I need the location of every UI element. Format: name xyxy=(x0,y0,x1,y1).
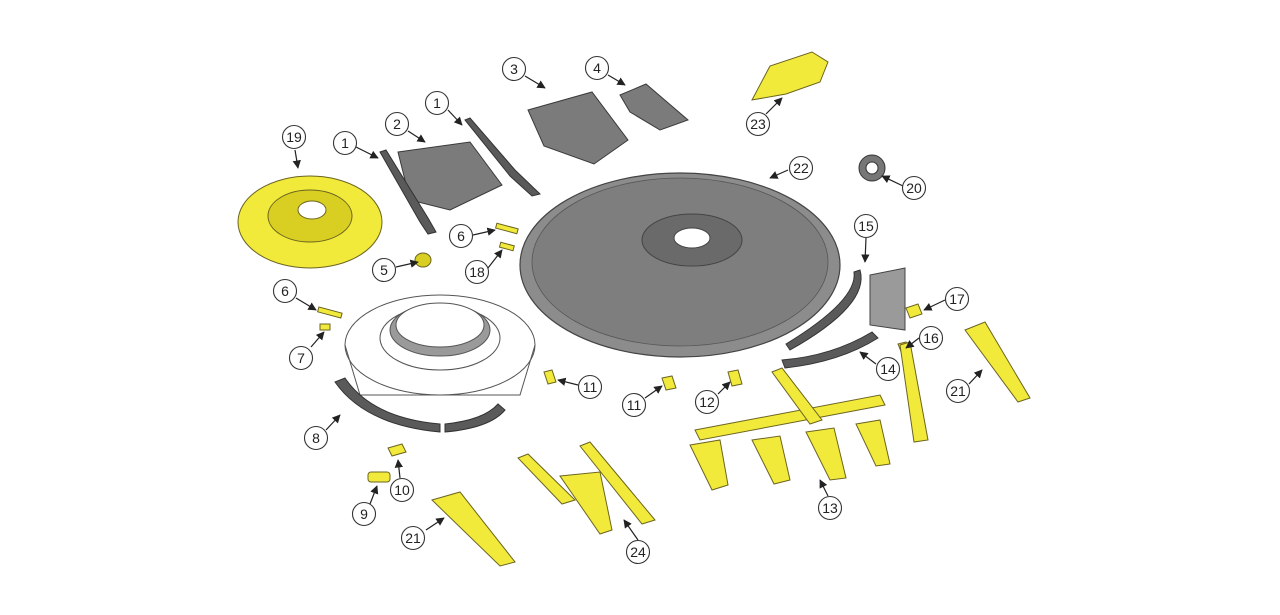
callout-5: 5 xyxy=(371,257,397,283)
svg-text:20: 20 xyxy=(906,180,922,196)
callout-13: 13 xyxy=(817,495,843,521)
callout-8: 8 xyxy=(303,425,329,451)
callout-2: 2 xyxy=(384,111,410,137)
svg-text:18: 18 xyxy=(469,264,485,280)
svg-text:8: 8 xyxy=(312,430,320,446)
leader-lines xyxy=(292,74,983,541)
svg-text:3: 3 xyxy=(510,61,518,77)
svg-text:12: 12 xyxy=(699,394,715,410)
callout-22: 22 xyxy=(788,155,814,181)
callout-11-mid: 11 xyxy=(621,392,647,418)
part-15-strip xyxy=(785,269,862,351)
part-6-pin-left xyxy=(317,306,343,319)
svg-text:5: 5 xyxy=(380,262,388,278)
svg-text:2: 2 xyxy=(393,116,401,132)
part-6-pin-upper xyxy=(494,222,519,235)
svg-text:22: 22 xyxy=(793,160,809,176)
part-10-clip xyxy=(387,443,407,457)
svg-text:11: 11 xyxy=(627,397,642,413)
part-1-bracket-right xyxy=(464,117,541,197)
svg-text:11: 11 xyxy=(583,379,598,395)
part-21-cone-left xyxy=(431,491,516,567)
part-11-clip-left xyxy=(543,369,557,385)
callout-19: 19 xyxy=(281,124,307,150)
callout-23: 23 xyxy=(745,111,771,137)
callout-14: 14 xyxy=(875,356,901,382)
callout-15: 15 xyxy=(853,213,879,239)
svg-text:21: 21 xyxy=(950,383,966,399)
callout-20: 20 xyxy=(901,175,927,201)
callout-6-upper: 6 xyxy=(448,223,474,249)
svg-text:6: 6 xyxy=(457,228,465,244)
part-9-washer xyxy=(367,471,391,483)
part-14-strip xyxy=(781,331,879,369)
callout-12: 12 xyxy=(694,389,720,415)
svg-text:6: 6 xyxy=(281,283,289,299)
part-23-yellow-wedge xyxy=(751,51,829,101)
svg-text:1: 1 xyxy=(341,135,349,151)
part-3-shield xyxy=(527,91,629,165)
callout-21-left: 21 xyxy=(400,525,426,551)
callout-21-right: 21 xyxy=(945,378,971,404)
part-20-seal-ring xyxy=(858,154,886,182)
callout-10: 10 xyxy=(389,477,415,503)
svg-text:14: 14 xyxy=(880,361,896,377)
svg-text:13: 13 xyxy=(822,500,838,516)
svg-text:23: 23 xyxy=(750,116,766,132)
callout-24: 24 xyxy=(625,539,651,565)
callout-17: 17 xyxy=(944,286,970,312)
part-24-finger-assembly xyxy=(517,441,656,535)
part-19-yellow-hub-disc xyxy=(237,175,383,269)
callout-7: 7 xyxy=(288,345,314,371)
callouts: 1 1 2 3 4 5 6 6 7 8 9 10 11 11 12 13 14 … xyxy=(272,55,971,565)
svg-text:9: 9 xyxy=(360,506,368,522)
part-7-clip xyxy=(319,323,331,331)
svg-text:19: 19 xyxy=(286,129,302,145)
part-1-bracket-left xyxy=(379,149,437,235)
svg-text:24: 24 xyxy=(630,544,646,560)
callout-1-left: 1 xyxy=(332,130,358,156)
callout-1-right: 1 xyxy=(424,90,450,116)
part-17-clip xyxy=(905,303,923,319)
svg-text:10: 10 xyxy=(394,482,410,498)
callout-9: 9 xyxy=(351,501,377,527)
svg-text:1: 1 xyxy=(433,95,441,111)
callout-3: 3 xyxy=(501,56,527,82)
callout-18: 18 xyxy=(464,259,490,285)
callout-4: 4 xyxy=(584,55,610,81)
svg-text:21: 21 xyxy=(405,530,421,546)
callout-6-left: 6 xyxy=(272,278,298,304)
svg-text:16: 16 xyxy=(923,330,939,346)
part-21-cone-right xyxy=(964,321,1031,403)
callout-11-left: 11 xyxy=(577,374,603,400)
sprocket-assembly xyxy=(344,294,536,396)
part-strip-upper xyxy=(869,267,906,331)
svg-text:7: 7 xyxy=(297,350,305,366)
svg-text:4: 4 xyxy=(593,60,601,76)
part-13-finger-frame xyxy=(689,341,929,491)
part-22-large-disc xyxy=(519,172,841,358)
part-5-small-hub xyxy=(414,252,432,268)
callout-16: 16 xyxy=(918,325,944,351)
svg-text:17: 17 xyxy=(949,291,965,307)
part-18-pin xyxy=(498,241,515,252)
part-11-clip-mid xyxy=(661,375,677,391)
part-4-small-plate xyxy=(619,83,689,131)
part-8-segment-right xyxy=(444,403,506,433)
svg-text:15: 15 xyxy=(858,218,874,234)
part-12-clip xyxy=(727,369,743,387)
part-8-segment xyxy=(334,377,441,433)
